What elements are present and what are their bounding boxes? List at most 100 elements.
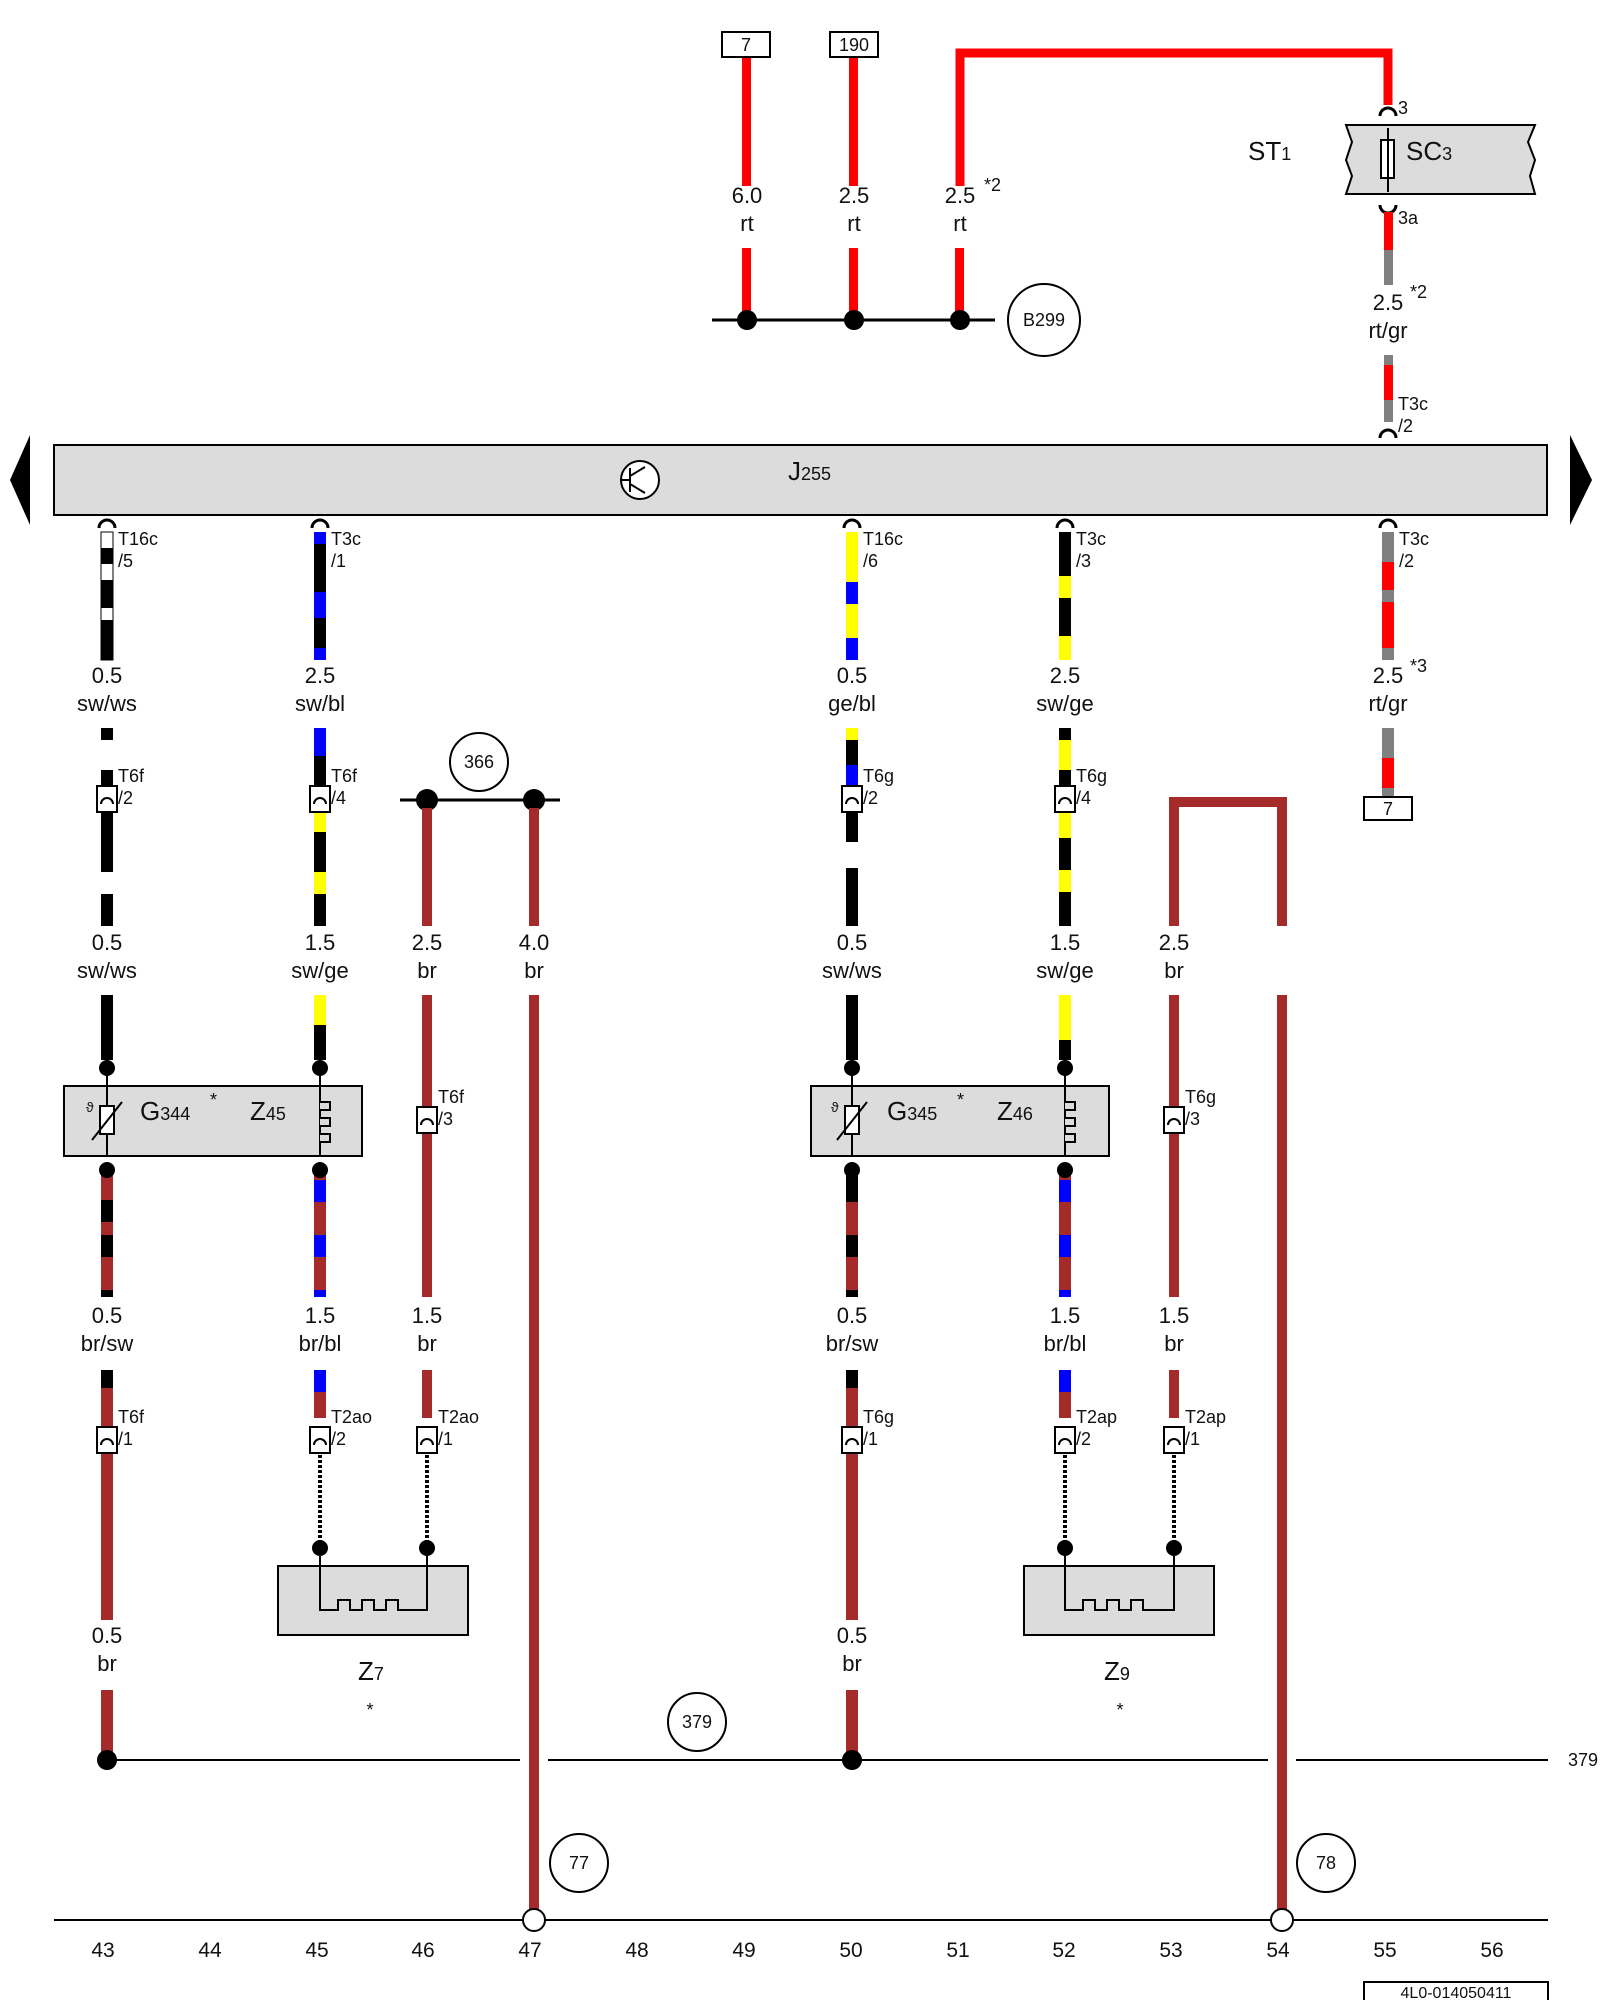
fuse-pin-out: 3a — [1398, 208, 1419, 228]
ref-box-190: 190 — [829, 31, 879, 58]
color-label: br — [417, 1331, 437, 1356]
splice-dot — [844, 1162, 860, 1178]
gauge-label: 1.5 — [1050, 930, 1081, 955]
connector-label: T2ao — [331, 1407, 372, 1427]
gauge-label: 2.5 — [1373, 290, 1404, 315]
sensor-label: G345 — [887, 1096, 937, 1126]
column-number: 53 — [1159, 1939, 1182, 1962]
wire-col-43-br-top — [101, 1370, 113, 1388]
heater-label: Z45 — [250, 1096, 286, 1126]
column-number: 47 — [518, 1939, 541, 1962]
splice-dot — [312, 1162, 328, 1178]
wire-col-47-br-b — [529, 995, 539, 1918]
color-label: sw/ge — [291, 958, 348, 983]
gauge-label: 2.5 — [305, 663, 336, 688]
gauge-label: 2.5 — [1373, 663, 1404, 688]
wire-col-45-brbl-b-top — [314, 1370, 326, 1392]
column-number: 49 — [732, 1939, 755, 1962]
wire-col-43-br — [101, 1370, 113, 1620]
wire-col-53-br-b — [1169, 995, 1179, 1297]
connector-pin: /2 — [1076, 1429, 1091, 1449]
wire-col-45-brbl — [314, 1172, 326, 1297]
connector-label: T3c — [1398, 394, 1428, 414]
wire-col-50-br — [846, 1370, 858, 1620]
color-label: rt — [740, 211, 753, 236]
gauge-label: 2.5 — [1050, 663, 1081, 688]
splice-dot — [419, 1540, 435, 1556]
page-left-arrow-icon[interactable] — [10, 435, 30, 525]
connector-label: T2ap — [1185, 1407, 1226, 1427]
wire-col-50-br-top — [846, 1370, 858, 1388]
gauge-label: 2.5 — [412, 930, 443, 955]
fuse-holder-label: ST1 — [1248, 136, 1291, 166]
splice-dot — [1057, 1060, 1073, 1076]
connector-pin: /1 — [438, 1429, 453, 1449]
wire-col-50-mid — [846, 728, 858, 926]
wire-col-47-br-a — [529, 808, 539, 926]
connector-pin: /2 — [331, 1429, 346, 1449]
connection-366: 366 — [449, 732, 509, 792]
ref-box-7-right: 7 — [1363, 796, 1413, 821]
color-label: br/bl — [1044, 1331, 1087, 1356]
control-unit-j255 — [53, 444, 1548, 516]
connector-pin: /4 — [1076, 788, 1091, 808]
wire-2-5-rt-lower-b — [955, 248, 964, 320]
connector-label: T16c — [863, 529, 903, 549]
color-label: br — [1164, 958, 1184, 983]
document-id: 4L0-014050411 — [1363, 1981, 1549, 2000]
heater-leads — [318, 1455, 1176, 1548]
connection-77: 77 — [549, 1833, 609, 1893]
splice-dot — [99, 1162, 115, 1178]
connector-label: T6f — [331, 766, 358, 786]
connector-pin: /1 — [118, 1429, 133, 1449]
heater-box-z7 — [277, 1556, 469, 1636]
svg-text:7: 7 — [1383, 799, 1393, 819]
connector-pin: /1 — [1185, 1429, 1200, 1449]
heater-box-z9 — [1023, 1556, 1215, 1636]
connector-pin: /2 — [1399, 551, 1414, 571]
heater-label: Z46 — [997, 1096, 1033, 1126]
color-label: sw/ws — [77, 691, 137, 716]
edge-ref-label: 379 — [1568, 1750, 1598, 1770]
terminal-open-47 — [522, 1908, 546, 1932]
color-label: br/sw — [81, 1331, 134, 1356]
wire-gap-mask — [500, 926, 560, 995]
ground-splice-dot — [97, 1750, 117, 1770]
column-number: 52 — [1052, 1939, 1075, 1962]
fuse-label: SC3 — [1406, 136, 1452, 166]
color-label: br — [1164, 1331, 1184, 1356]
connector-label: T3c — [1076, 529, 1106, 549]
svg-text:379: 379 — [682, 1712, 712, 1732]
wire-col-54-br-through — [1277, 1297, 1287, 1370]
transistor-icon — [620, 460, 660, 500]
gauge-label: 2.5 — [1159, 930, 1190, 955]
gauge-label: 4.0 — [519, 930, 550, 955]
connector-label: T6g — [1076, 766, 1107, 786]
splice-dot — [416, 789, 438, 811]
splice-dot — [312, 1060, 328, 1076]
wire-col-52-upper — [1059, 532, 1071, 660]
color-label: br/sw — [826, 1331, 879, 1356]
page-right-arrow-icon[interactable] — [1570, 435, 1592, 525]
ground-splice-dot — [842, 1750, 862, 1770]
heater-element-icon — [1064, 1096, 1076, 1148]
label-bg — [70, 1620, 140, 1690]
connector-pin-icon — [416, 1106, 1185, 1134]
connector-pins-j255-bottom — [97, 518, 1398, 529]
wire-col-52-brbl — [1059, 1172, 1071, 1297]
wire-col-45-upper — [314, 532, 326, 660]
wire-rt-gr-segment — [1384, 400, 1393, 422]
wire-col-46-br-c — [422, 1370, 432, 1418]
terminal-open-54 — [1270, 1908, 1294, 1932]
connector-label: T3c — [1399, 529, 1429, 549]
color-label: br — [417, 958, 437, 983]
connector-pin: /3 — [438, 1109, 453, 1129]
gauge-label: 1.5 — [305, 1303, 336, 1328]
wire-col-45-lower — [314, 995, 326, 1060]
splice-dot — [950, 310, 970, 330]
color-label: sw/ge — [1036, 691, 1093, 716]
color-label: br/bl — [299, 1331, 342, 1356]
fuse-pin-in: 3 — [1398, 98, 1408, 118]
gauge-label: 6.0 — [732, 183, 763, 208]
thermistor-icon: ϑ — [831, 1099, 868, 1141]
